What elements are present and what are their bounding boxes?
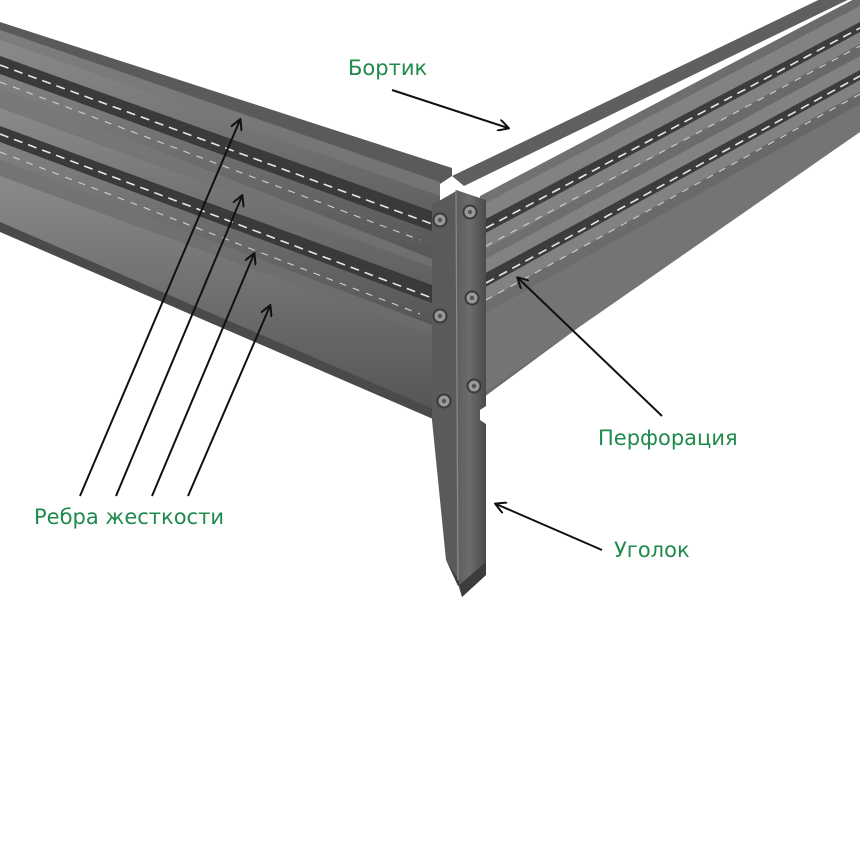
right-perforation-3 [485, 45, 860, 247]
left-wall-bottom-edge [0, 222, 440, 422]
label-corner-angle: Уголок [614, 538, 690, 562]
arrow-icon [187, 306, 270, 497]
bolt-icon [466, 378, 482, 394]
left-groove-2 [0, 126, 440, 306]
corner-post [432, 189, 486, 597]
callout-arrows [79, 89, 663, 551]
bolt-icon [432, 308, 448, 324]
left-groove-1 [0, 56, 440, 234]
bolt-icon [436, 393, 452, 409]
right-rib-lower [480, 104, 860, 396]
bolt-icon [462, 204, 478, 220]
left-rib-lower [0, 176, 440, 412]
left-perforation-1 [0, 64, 433, 225]
arrow-icon [391, 89, 508, 128]
arrow-icon [79, 120, 240, 497]
arrow-icon [151, 254, 254, 497]
label-bortik: Бортик [348, 56, 428, 80]
arrow-icon [518, 278, 663, 417]
right-perforation-2 [485, 75, 860, 284]
bolt-icon [464, 290, 480, 306]
left-perforation-2 [0, 133, 433, 299]
corner-post-left-face [432, 190, 458, 578]
label-stiffening-ribs: Ребра жесткости [34, 505, 224, 529]
right-perforation-1 [485, 27, 860, 229]
left-wall-top-rim [0, 22, 452, 184]
right-groove-1 [480, 22, 860, 236]
label-perforation: Перфорация [598, 426, 738, 450]
right-groove-2 [480, 70, 860, 290]
right-wall-top-rim [452, 0, 848, 186]
right-wall [452, 0, 860, 400]
left-perforation-4 [0, 151, 421, 315]
corner-post-front-face [456, 190, 486, 597]
arrow-icon [115, 196, 242, 497]
corner-post-edge [455, 189, 459, 581]
left-perforation-3 [0, 81, 421, 241]
corner-post-tip [446, 560, 486, 597]
left-wall [0, 22, 452, 422]
bolt-icon [432, 212, 448, 228]
arrow-icon [496, 504, 603, 551]
right-perforation-4 [485, 93, 860, 301]
